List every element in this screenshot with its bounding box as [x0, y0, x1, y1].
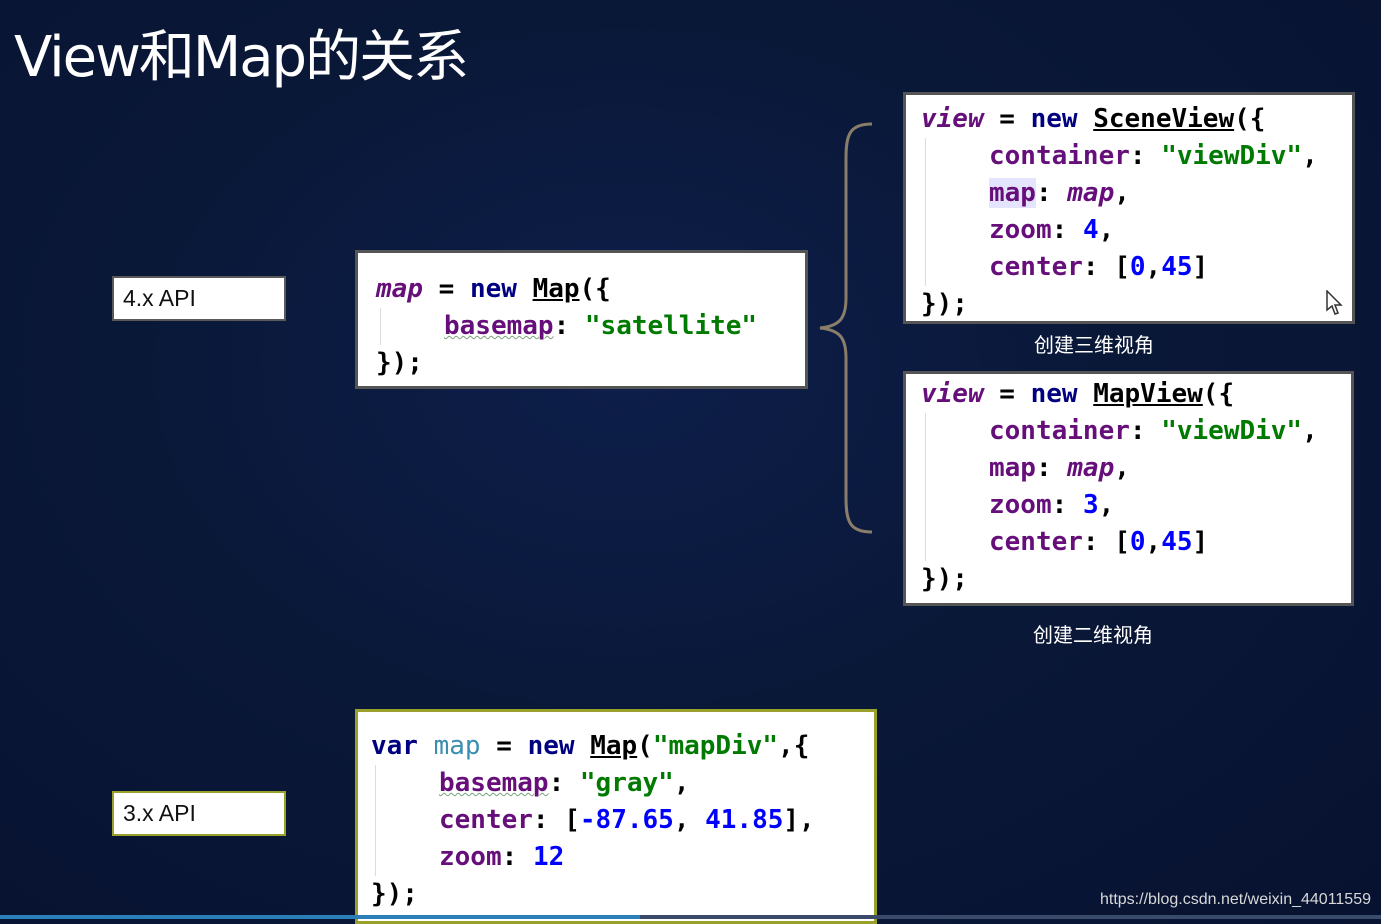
code-line: container: "viewDiv",	[921, 413, 1351, 450]
code-line: basemap: "gray",	[371, 765, 874, 802]
code-line: basemap: "satellite"	[376, 308, 805, 345]
code-line: center: [0,45]	[921, 249, 1352, 286]
code-line: center: [-87.65, 41.85],	[371, 802, 874, 839]
code-line: map: map,	[921, 175, 1352, 212]
code-line: });	[376, 348, 423, 378]
caption-create-2d-view: 创建二维视角	[1033, 623, 1153, 647]
code-line: });	[371, 879, 418, 909]
code-line: view = new SceneView({	[921, 104, 1266, 134]
code-line: map: map,	[921, 450, 1351, 487]
slide-title: View和Map的关系	[14, 25, 469, 90]
code-line: zoom: 3,	[921, 487, 1351, 524]
code-line: center: [0,45]	[921, 524, 1351, 561]
code-line: var map = new Map("mapDiv",{	[371, 731, 810, 761]
api-3x-label: 3.x API	[112, 791, 286, 836]
curly-brace-icon	[819, 122, 873, 534]
code-block-map-3x: var map = new Map("mapDiv",{ basemap: "gr…	[355, 709, 877, 924]
code-line: });	[921, 564, 968, 594]
mouse-cursor-icon	[1326, 290, 1343, 315]
code-line: });	[921, 289, 968, 319]
code-line: view = new MapView({	[921, 379, 1235, 409]
caption-create-3d-view: 创建三维视角	[1034, 333, 1154, 357]
progress-bar-track	[640, 915, 1381, 919]
code-block-map-4x: map = new Map({ basemap: "satellite"});	[355, 250, 808, 389]
code-line: zoom: 12	[371, 839, 874, 876]
code-block-mapview: view = new MapView({ container: "viewDiv"…	[903, 371, 1354, 606]
code-line: map = new Map({	[376, 274, 611, 304]
code-block-sceneview: view = new SceneView({ container: "viewDi…	[903, 92, 1355, 324]
api-4x-label: 4.x API	[112, 276, 286, 321]
code-line: zoom: 4,	[921, 212, 1352, 249]
progress-bar	[0, 915, 640, 919]
watermark-url: https://blog.csdn.net/weixin_44011559	[1099, 891, 1371, 908]
code-line: container: "viewDiv",	[921, 138, 1352, 175]
